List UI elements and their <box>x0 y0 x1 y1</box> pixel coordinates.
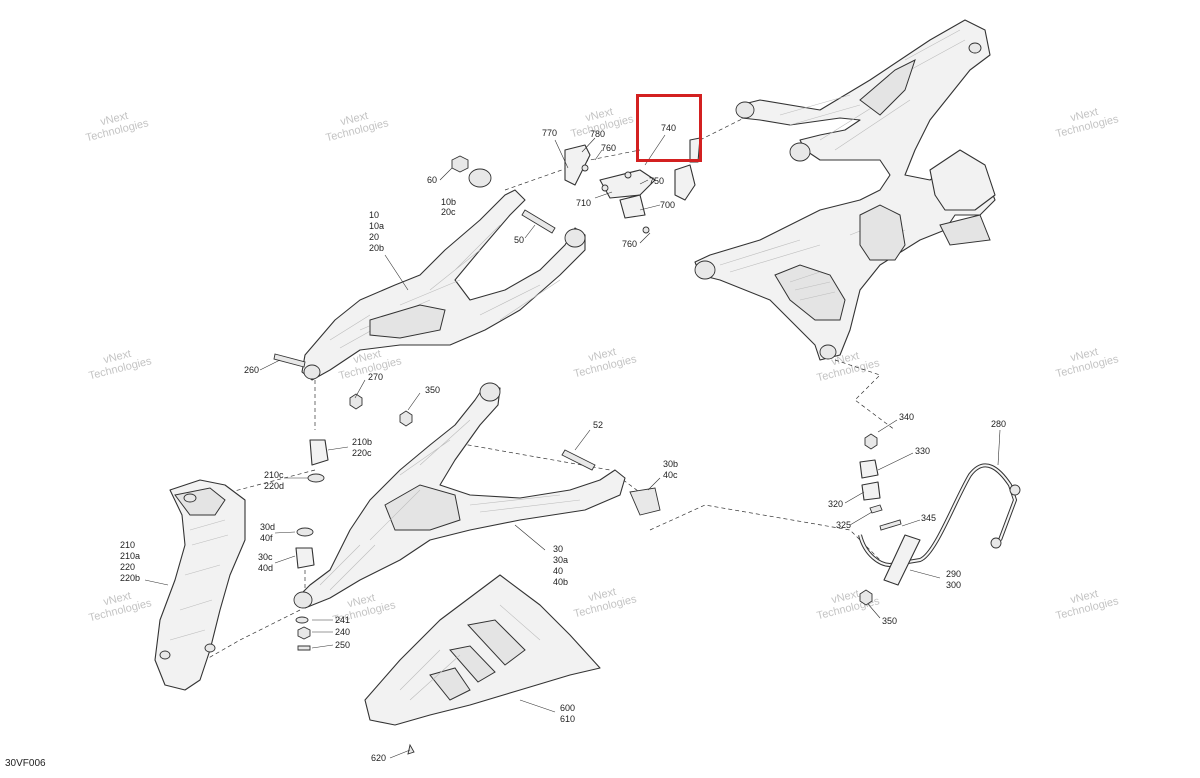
callout-340[interactable]: 340 <box>899 412 914 422</box>
lower-a-arm <box>293 382 661 609</box>
callout-210c[interactable]: 210c <box>264 470 284 480</box>
callout-240[interactable]: 240 <box>335 627 350 637</box>
callout-40b[interactable]: 40b <box>553 577 568 587</box>
callout-345[interactable]: 345 <box>921 513 936 523</box>
callout-330[interactable]: 330 <box>915 446 930 456</box>
callout-220[interactable]: 220 <box>120 562 135 572</box>
callout-10a[interactable]: 10a <box>369 221 384 231</box>
watermark: vNext Technologies <box>1055 588 1121 622</box>
callouts: 740 770 780 760 750 710 700 760 60 10b 2… <box>120 123 1006 763</box>
upper-a-arm <box>301 168 586 381</box>
watermark: vNext Technologies <box>85 110 151 144</box>
callout-280[interactable]: 280 <box>991 419 1006 429</box>
skid-plate <box>364 574 601 755</box>
assembly-lines <box>199 109 896 661</box>
callout-30a[interactable]: 30a <box>553 555 568 565</box>
stabilizer-bar <box>858 433 1021 606</box>
callout-50[interactable]: 50 <box>514 235 524 245</box>
callout-260[interactable]: 260 <box>244 365 259 375</box>
callout-40c[interactable]: 40c <box>663 470 678 480</box>
steering-knuckle <box>154 479 246 691</box>
callout-60[interactable]: 60 <box>427 175 437 185</box>
callout-30c[interactable]: 30c <box>258 552 273 562</box>
callout-20b[interactable]: 20b <box>369 243 384 253</box>
callout-610[interactable]: 610 <box>560 714 575 724</box>
callout-220b[interactable]: 220b <box>120 573 140 583</box>
leader-lines <box>144 134 1001 759</box>
callout-10b[interactable]: 10b <box>441 197 456 207</box>
reference-code: 30VF006 <box>5 758 46 769</box>
callout-20c[interactable]: 20c <box>441 207 456 217</box>
callout-350[interactable]: 350 <box>425 385 440 395</box>
watermark: vNext Technologies <box>573 586 639 620</box>
callout-710[interactable]: 710 <box>576 198 591 208</box>
watermark: vNext Technologies <box>816 588 882 622</box>
sensor-bracket-group <box>564 137 701 234</box>
highlight-box <box>636 94 702 162</box>
callout-210b[interactable]: 210b <box>352 437 372 447</box>
watermark: vNext Technologies <box>1055 346 1121 380</box>
callout-320[interactable]: 320 <box>828 499 843 509</box>
callout-350-right[interactable]: 350 <box>882 616 897 626</box>
callout-620[interactable]: 620 <box>371 753 386 763</box>
watermark: vNext Technologies <box>88 590 154 624</box>
callout-30d[interactable]: 30d <box>260 522 275 532</box>
callout-40d[interactable]: 40d <box>258 563 273 573</box>
callout-10[interactable]: 10 <box>369 210 379 220</box>
watermark: vNext Technologies <box>573 346 639 380</box>
callout-290[interactable]: 290 <box>946 569 961 579</box>
callout-40f[interactable]: 40f <box>260 533 273 543</box>
callout-760-lower[interactable]: 760 <box>622 239 637 249</box>
callout-220d[interactable]: 220d <box>264 481 284 491</box>
ball-joint-parts <box>295 439 329 651</box>
callout-250[interactable]: 250 <box>335 640 350 650</box>
watermark: vNext Technologies <box>88 348 154 382</box>
callout-241[interactable]: 241 <box>335 615 350 625</box>
callout-600[interactable]: 600 <box>560 703 575 713</box>
callout-700[interactable]: 700 <box>660 200 675 210</box>
callout-760[interactable]: 760 <box>601 143 616 153</box>
callout-30b[interactable]: 30b <box>663 459 678 469</box>
callout-270[interactable]: 270 <box>368 372 383 382</box>
callout-40[interactable]: 40 <box>553 566 563 576</box>
callout-740[interactable]: 740 <box>661 123 676 133</box>
callout-770[interactable]: 770 <box>542 128 557 138</box>
callout-325[interactable]: 325 <box>836 520 851 530</box>
watermark: vNext Technologies <box>325 110 391 144</box>
callout-210a[interactable]: 210a <box>120 551 140 561</box>
callout-750[interactable]: 750 <box>649 176 664 186</box>
callout-780[interactable]: 780 <box>590 129 605 139</box>
callout-52[interactable]: 52 <box>593 420 603 430</box>
callout-220c[interactable]: 220c <box>352 448 372 458</box>
callout-300[interactable]: 300 <box>946 580 961 590</box>
callout-210[interactable]: 210 <box>120 540 135 550</box>
upper-chassis-frame <box>694 19 996 361</box>
callout-20[interactable]: 20 <box>369 232 379 242</box>
callout-30[interactable]: 30 <box>553 544 563 554</box>
watermark: vNext Technologies <box>1055 106 1121 140</box>
